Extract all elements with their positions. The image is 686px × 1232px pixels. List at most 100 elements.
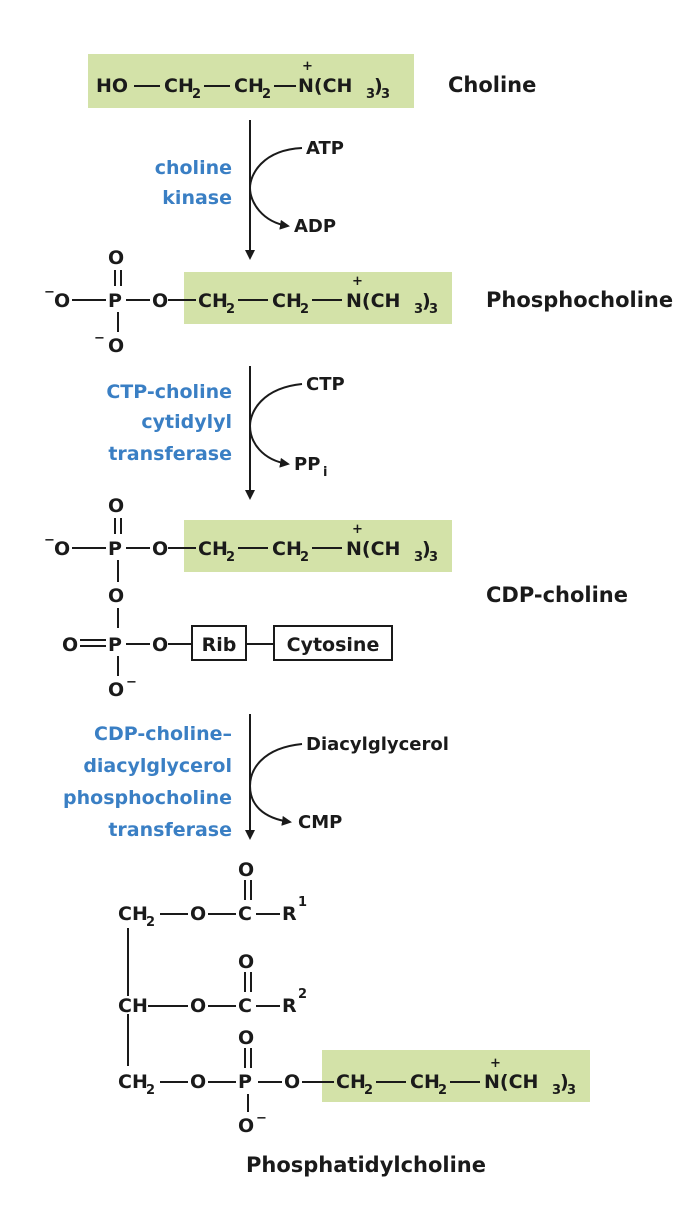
svg-text:−: −	[44, 533, 55, 548]
charge-plus: +	[352, 522, 363, 537]
cytosine-label: Cytosine	[287, 634, 380, 656]
enzyme-label-line: phosphocholine	[63, 787, 232, 809]
compound-name-cdp-choline: CDP-choline	[486, 583, 628, 607]
svg-text:2: 2	[438, 1083, 447, 1098]
svg-text:2: 2	[226, 550, 235, 565]
compound-name-phosphocholine: Phosphocholine	[486, 288, 673, 312]
atom-p: P	[238, 1071, 252, 1093]
atom-ch2: CH	[272, 538, 302, 560]
charge-plus: +	[490, 1056, 501, 1071]
svg-text:3: 3	[414, 302, 423, 317]
svg-text:2: 2	[262, 87, 271, 102]
svg-text:3: 3	[366, 87, 375, 102]
atom-o: O	[238, 1115, 254, 1137]
atom-n-trimethyl: N(CH	[298, 75, 352, 97]
svg-text:): )	[422, 538, 431, 560]
atom-n-trimethyl: N(CH	[484, 1071, 538, 1093]
atom-n-trimethyl: N(CH	[346, 290, 400, 312]
atom-ch2: CH	[118, 1071, 148, 1093]
atom-ch2: CH	[234, 75, 264, 97]
atom-o: O	[108, 247, 124, 269]
svg-text:): )	[422, 290, 431, 312]
atom-ch2: CH	[164, 75, 194, 97]
svg-text:2: 2	[300, 302, 309, 317]
svg-text:): )	[374, 75, 383, 97]
charge-plus: +	[352, 274, 363, 289]
atom-o: O	[238, 859, 254, 881]
atom-c: C	[238, 995, 252, 1017]
atom-o: O	[284, 1071, 300, 1093]
atom-p: P	[108, 290, 122, 312]
atom-o: O	[152, 290, 168, 312]
svg-text:2: 2	[192, 87, 201, 102]
phosphatidylcholine-structure: CH 2 O C O R 1 CH O C O R 2 CH 2 O P O	[118, 859, 590, 1137]
svg-text:−: −	[256, 1111, 267, 1126]
choline-structure: HO CH 2 CH 2 + N(CH 3 ) 3	[88, 54, 414, 108]
enzyme-label-line: CTP-choline	[106, 381, 232, 403]
atom-o: O	[108, 679, 124, 701]
cofactor-ppi: PP	[294, 454, 320, 475]
atom-n-trimethyl: N(CH	[346, 538, 400, 560]
svg-text:−: −	[44, 285, 55, 300]
atom-o: O	[54, 290, 70, 312]
cofactor-arrow-1	[248, 147, 303, 230]
enzyme-label-line: choline	[155, 157, 232, 179]
atom-o: O	[108, 495, 124, 517]
atom-o: O	[190, 903, 206, 925]
atom-o: O	[62, 634, 78, 656]
svg-text:i: i	[323, 465, 327, 480]
compound-name-phosphatidylcholine: Phosphatidylcholine	[246, 1153, 486, 1177]
svg-text:3: 3	[552, 1083, 561, 1098]
atom-o: O	[152, 538, 168, 560]
enzyme-label-line: diacylglycerol	[83, 755, 232, 777]
atom-o: O	[152, 634, 168, 656]
cdp-choline-structure: O − O P O O CH 2 CH 2 + N(CH 3 ) 3 O P O…	[44, 495, 452, 701]
svg-text:3: 3	[567, 1083, 576, 1098]
cofactor-cmp: CMP	[298, 812, 342, 833]
enzyme-label-line: CDP-choline–	[94, 723, 232, 745]
svg-text:−: −	[126, 675, 137, 690]
svg-text:2: 2	[298, 987, 307, 1002]
svg-text:2: 2	[226, 302, 235, 317]
atom-p: P	[108, 538, 122, 560]
atom-p: P	[108, 634, 122, 656]
enzyme-label-line: transferase	[108, 443, 232, 465]
atom-ch2: CH	[336, 1071, 366, 1093]
atom-ch2: CH	[272, 290, 302, 312]
cytosine-box	[273, 625, 393, 661]
enzyme-label-line: kinase	[162, 187, 232, 209]
atom-ch2: CH	[198, 538, 228, 560]
svg-text:2: 2	[364, 1083, 373, 1098]
cofactor-adp: ADP	[294, 216, 336, 237]
cofactor-arrow-3	[248, 743, 303, 826]
cofactor-arrow-2	[248, 383, 303, 468]
svg-text:): )	[560, 1071, 569, 1093]
svg-text:3: 3	[414, 550, 423, 565]
svg-text:2: 2	[300, 550, 309, 565]
atom-c: C	[238, 903, 252, 925]
cofactor-ctp: CTP	[306, 374, 345, 395]
atom-o: O	[54, 538, 70, 560]
enzyme-label-line: transferase	[108, 819, 232, 841]
phosphocholine-structure: O − O P O − O CH 2 CH 2 + N(CH 3 ) 3	[44, 247, 452, 357]
svg-text:2: 2	[146, 1083, 155, 1098]
atom-ch2: CH	[118, 903, 148, 925]
atom-o: O	[238, 1027, 254, 1049]
atom-o: O	[108, 335, 124, 357]
atom-ch2: CH	[198, 290, 228, 312]
ribose-label: Rib	[202, 634, 237, 656]
choline-highlight	[88, 54, 414, 108]
compound-name-choline: Choline	[448, 73, 536, 97]
atom-o: O	[238, 951, 254, 973]
atom-r: R	[282, 995, 297, 1017]
svg-text:3: 3	[429, 550, 438, 565]
atom-ho: HO	[96, 75, 128, 97]
svg-text:3: 3	[381, 87, 390, 102]
atom-ch2: CH	[410, 1071, 440, 1093]
svg-text:3: 3	[429, 302, 438, 317]
cofactor-atp: ATP	[306, 138, 344, 159]
phosphatidylcholine-highlight	[322, 1050, 590, 1102]
atom-o: O	[190, 995, 206, 1017]
cofactor-diacylglycerol: Diacylglycerol	[306, 734, 449, 755]
